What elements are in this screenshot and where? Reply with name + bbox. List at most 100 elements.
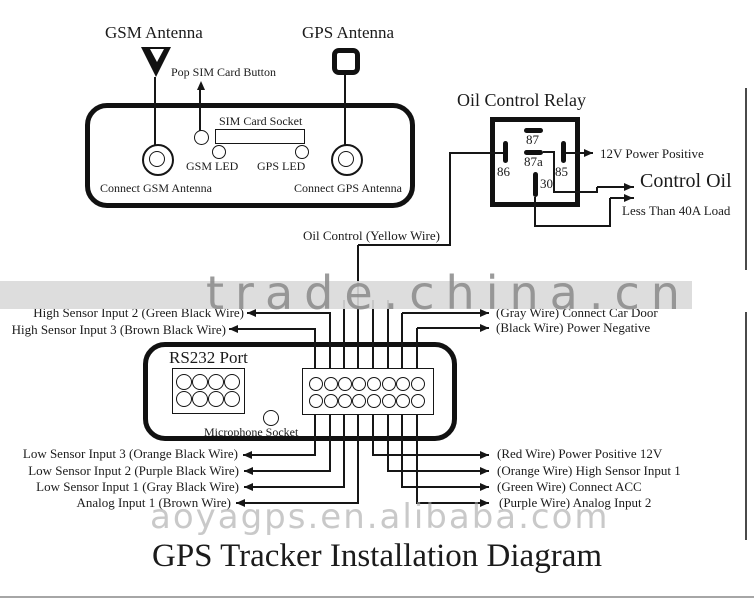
rs232-pin [208, 391, 224, 407]
relay-pin-85-label: 85 [555, 164, 568, 179]
gps-antenna-connector-inner [338, 151, 354, 167]
arrowhead-icon [624, 183, 633, 191]
wire-segment [357, 405, 359, 504]
wire-label-low-sensor-1: Low Sensor Input 1 (Gray Black Wire) [36, 479, 239, 494]
wire-segment [566, 152, 593, 154]
wire-segment [247, 312, 331, 314]
gsm-led-label: GSM LED [186, 159, 239, 173]
sim-card-socket [215, 129, 305, 144]
harness-pin [367, 377, 381, 391]
wire-segment [329, 405, 331, 472]
arrowhead-icon [584, 149, 593, 157]
arrowhead-icon [480, 309, 489, 317]
wire-segment [357, 245, 359, 378]
wire-label-analog-2: (Purple Wire) Analog Input 2 [499, 495, 652, 510]
wire-segment [329, 313, 331, 378]
wire-segment [373, 454, 489, 456]
wire-segment [534, 197, 536, 227]
oil-control-wire-label: Oil Control (Yellow Wire) [303, 228, 440, 243]
oil-control-relay-title: Oil Control Relay [457, 90, 586, 110]
harness-pin [338, 394, 352, 408]
harness-pin [309, 394, 323, 408]
wire-segment [236, 502, 359, 504]
wire-label-analog-1: Analog Input 1 (Brown Wire) [76, 495, 231, 510]
harness-pin [338, 377, 352, 391]
wire-segment [244, 470, 331, 472]
wire-segment [401, 313, 403, 378]
wire-segment [358, 244, 451, 246]
rs232-pin [192, 374, 208, 390]
wire-segment [199, 89, 201, 131]
harness-pin [396, 377, 410, 391]
relay-pin-86-label: 86 [497, 164, 510, 179]
wire-label-connect-acc: (Green Wire) Connect ACC [497, 479, 642, 494]
load-limit-label: Less Than 40A Load [622, 203, 731, 218]
wire-segment [229, 328, 316, 330]
gps-led [295, 145, 309, 159]
wire-segment [553, 152, 555, 193]
relay-pin-85-bar [561, 141, 566, 163]
rs232-pin [224, 391, 240, 407]
harness-pin [352, 394, 366, 408]
microphone-socket [263, 410, 279, 426]
arrowhead-icon [480, 483, 489, 491]
microphone-socket-label: Microphone Socket [204, 425, 299, 439]
wire-segment [343, 405, 345, 488]
gps-led-label: GPS LED [257, 159, 306, 173]
wire-label-high-sensor-1: (Orange Wire) High Sensor Input 1 [497, 463, 681, 478]
wire-segment [344, 74, 346, 145]
control-oil-label: Control Oil [640, 170, 732, 192]
wire-label-power-positive: (Red Wire) Power Positive 12V [497, 446, 663, 461]
rs232-pin [176, 374, 192, 390]
wire-segment [402, 486, 489, 488]
wire-label-high-sensor-3: High Sensor Input 3 (Brown Black Wire) [11, 322, 226, 337]
relay-pin-87a-bar [524, 150, 543, 155]
wire-segment [402, 312, 489, 314]
wire-segment [372, 300, 374, 378]
relay-pin-86-bar [503, 141, 508, 163]
gsm-antenna-icon-inner [150, 49, 164, 62]
harness-pin [324, 394, 338, 408]
page-title: GPS Tracker Installation Diagram [151, 538, 603, 574]
wire-segment [244, 486, 345, 488]
wire-segment [597, 186, 634, 188]
wire-label-low-sensor-2: Low Sensor Input 2 (Purple Black Wire) [28, 463, 239, 478]
watermark-band [0, 281, 692, 309]
harness-pin [367, 394, 381, 408]
wire-segment [343, 300, 345, 378]
harness-pin [352, 377, 366, 391]
wire-segment [154, 77, 156, 145]
wire-segment [243, 454, 316, 456]
wire-segment [416, 405, 418, 504]
harness-pin [411, 377, 425, 391]
bottom-divider-line [0, 596, 754, 598]
harness-pin [324, 377, 338, 391]
main-harness-connector [302, 368, 434, 415]
arrowhead-icon [236, 499, 245, 507]
wire-segment [610, 197, 634, 199]
wire-segment [449, 152, 504, 154]
wire-segment [417, 327, 489, 329]
arrowhead-icon [480, 499, 489, 507]
wire-segment [535, 225, 611, 227]
connect-gps-antenna-label: Connect GPS Antenna [294, 181, 402, 195]
arrowhead-icon [480, 324, 489, 332]
harness-pin [411, 394, 425, 408]
relay-pin-87-label: 87 [526, 132, 539, 147]
harness-pin [396, 394, 410, 408]
wire-segment [596, 187, 598, 193]
rs232-pin [192, 391, 208, 407]
arrowhead-icon [197, 81, 205, 90]
arrowhead-icon [480, 467, 489, 475]
wire-segment [554, 191, 598, 193]
scan-edge-artifact-top [745, 88, 747, 270]
scan-edge-artifact-bottom [745, 312, 747, 540]
wire-segment [401, 405, 403, 488]
wire-segment [387, 405, 389, 472]
wire-segment [543, 151, 555, 153]
wire-segment [314, 329, 316, 378]
wire-segment [314, 405, 316, 456]
arrowhead-icon [247, 309, 256, 317]
wire-segment [609, 198, 611, 226]
